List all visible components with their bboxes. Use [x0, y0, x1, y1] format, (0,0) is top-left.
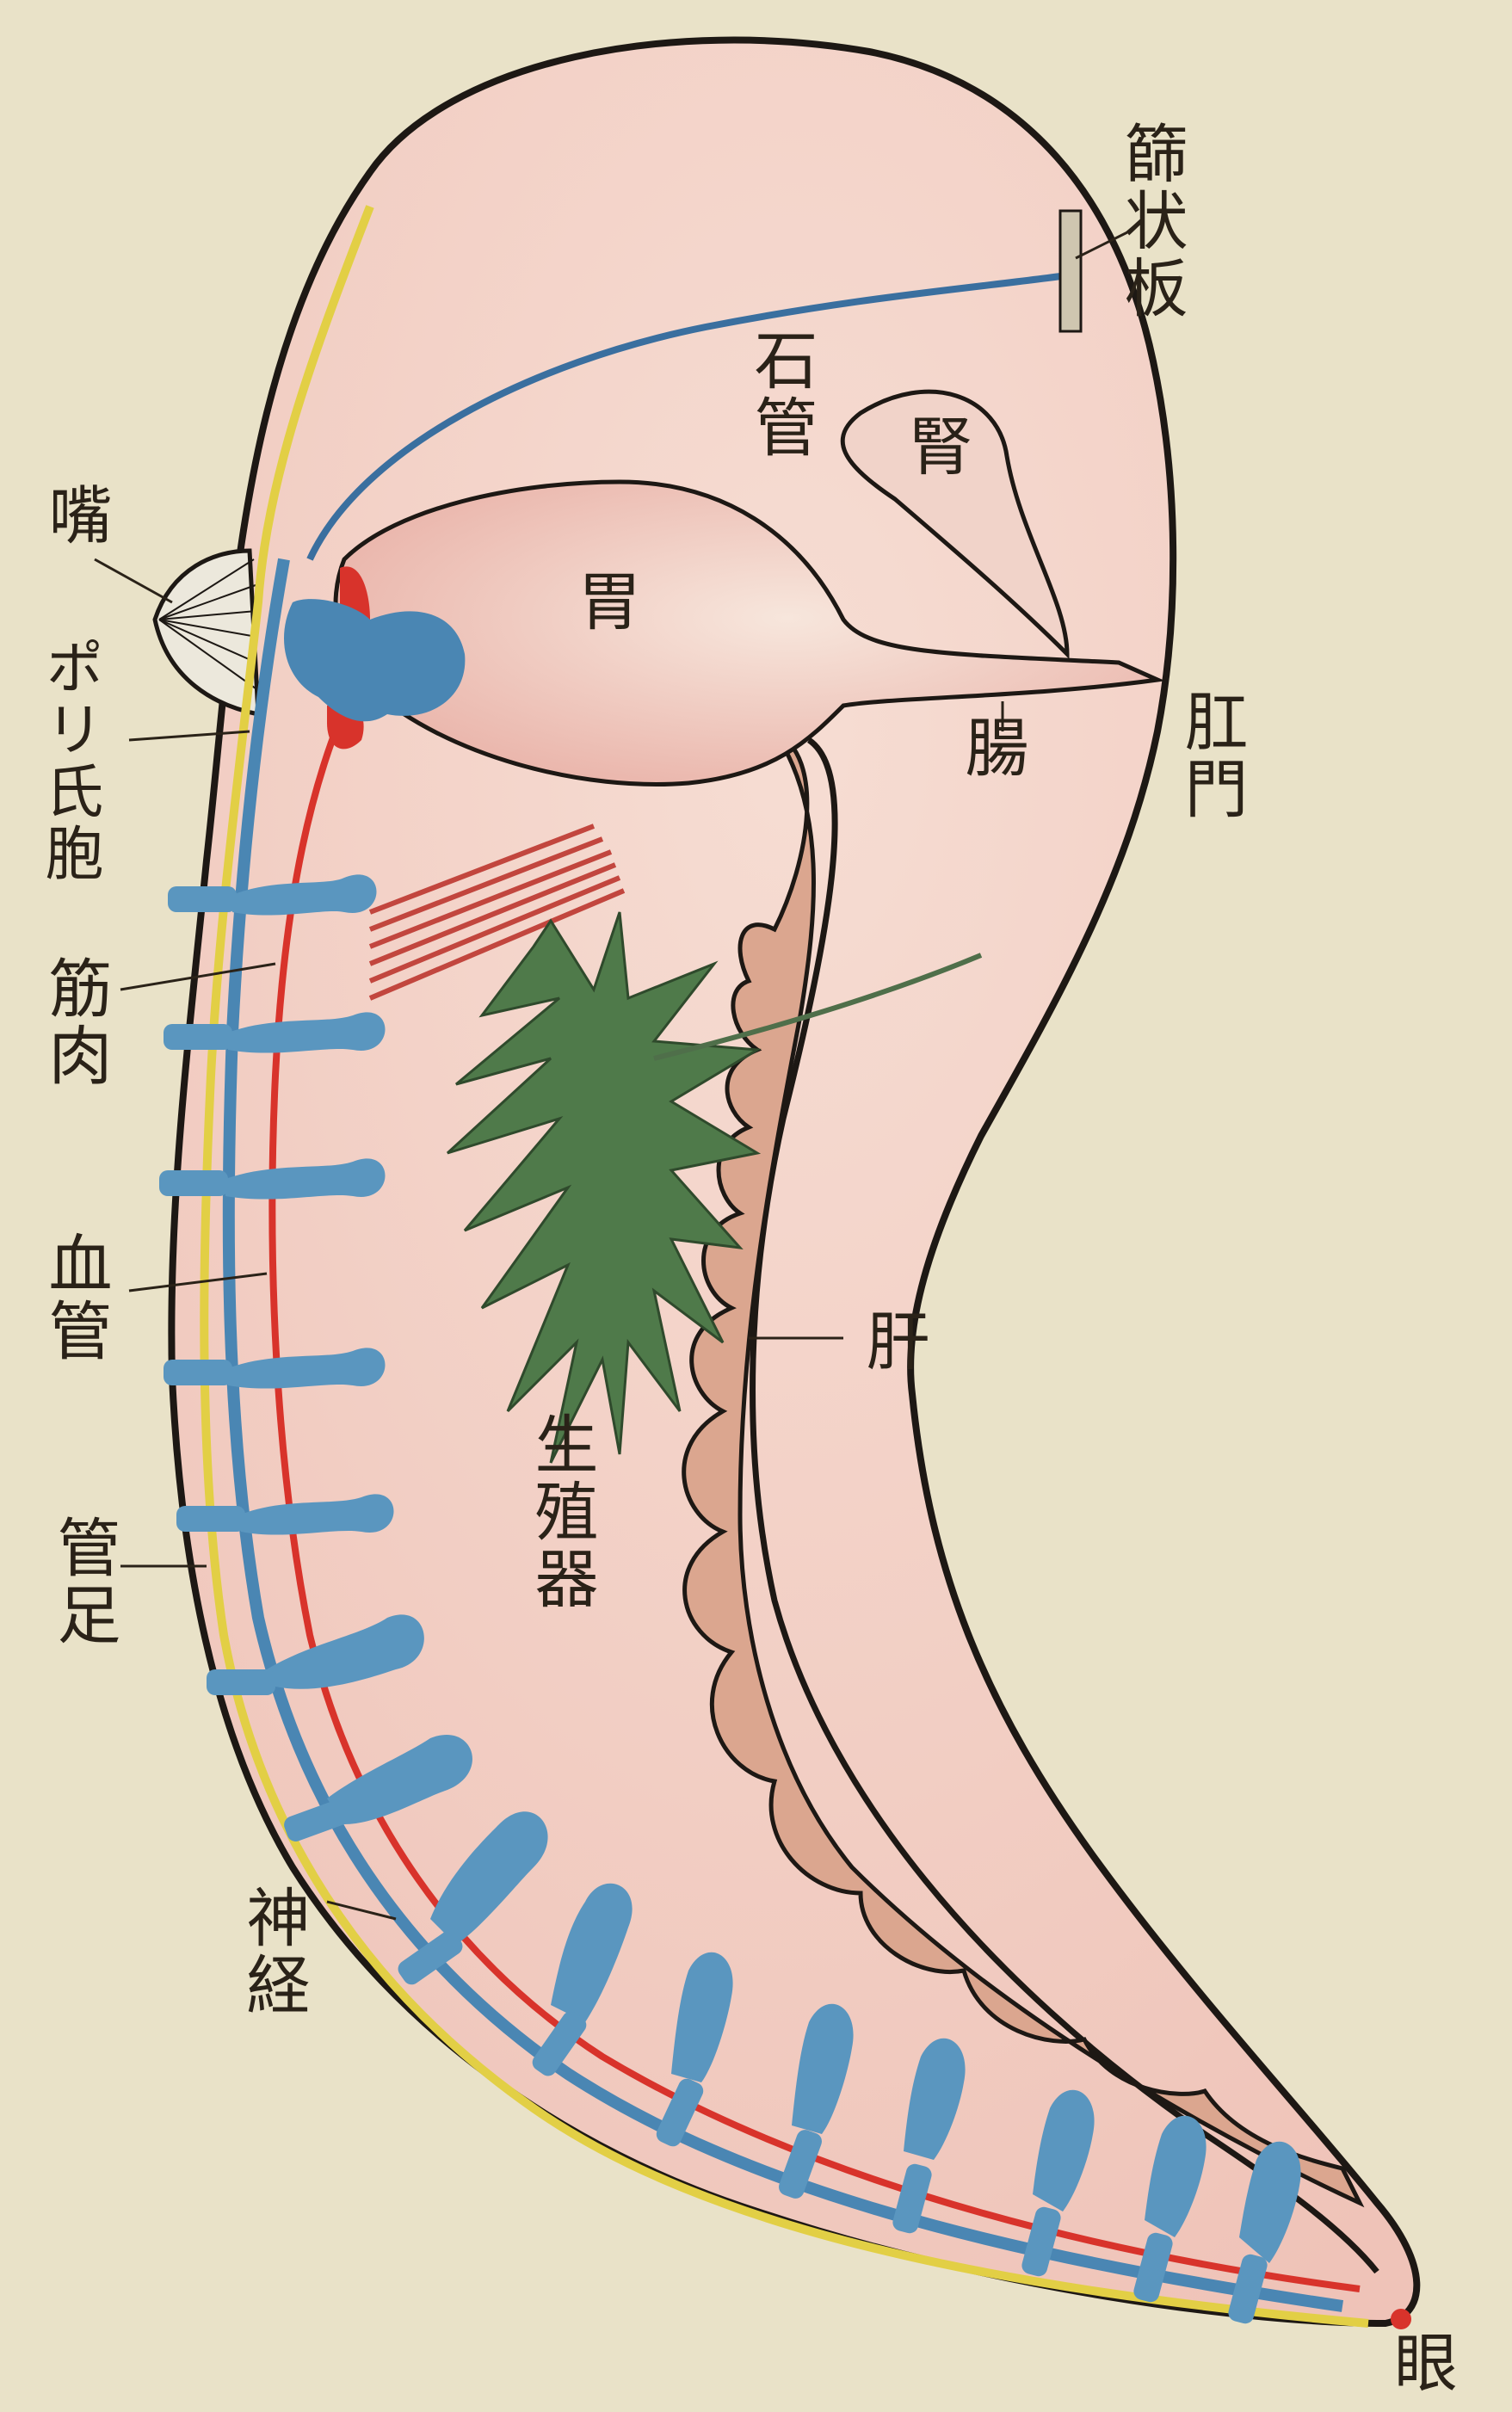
label-blood-vessel: 血管 [43, 1231, 107, 1365]
label-muscle: 筋肉 [43, 955, 107, 1089]
mouth-shape [155, 551, 258, 714]
label-eye: 眼 [1394, 2332, 1461, 2396]
label-stomach: 胃 [572, 568, 636, 635]
label-kidney: 腎 [904, 413, 967, 480]
sieve-plate [1060, 211, 1081, 331]
label-polian-vesicle: ポリ氏胞 [39, 637, 97, 885]
label-liver: 肝 [861, 1308, 924, 1375]
label-nerve: 神経 [241, 1885, 305, 2019]
label-gonad: 生殖器 [529, 1411, 593, 1613]
label-mouth: 嘴 [43, 482, 107, 549]
label-anus: 肛門 [1179, 688, 1243, 823]
label-sieve-plate: 篩状板 [1119, 120, 1182, 322]
label-tube-foot: 管足 [52, 1514, 115, 1649]
label-stone-canal: 石管 [749, 327, 812, 461]
label-intestine: 腸 [960, 714, 1023, 781]
